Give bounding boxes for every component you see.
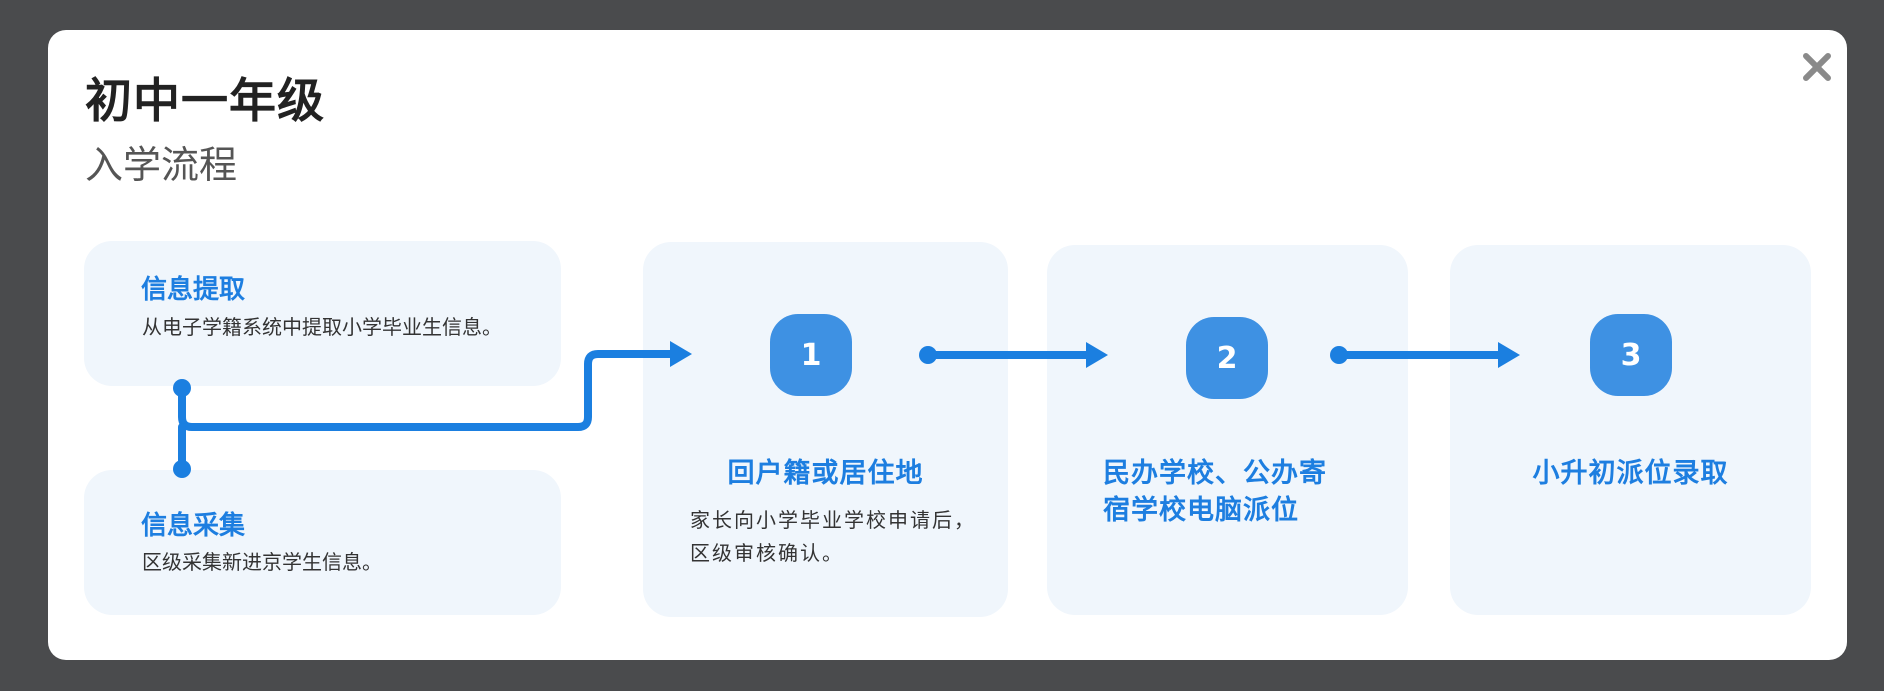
connector-dot [1330, 346, 1348, 364]
page-subtitle: 入学流程 [85, 143, 238, 187]
info-extraction-title: 信息提取 [141, 275, 246, 305]
close-button[interactable] [1800, 50, 1834, 84]
step-title-2: 民办学校、公办寄宿学校电脑派位 [1103, 458, 1327, 526]
connector-dot [173, 379, 191, 397]
step-description-1: 家长向小学毕业学校申请后，区级审核确认。 [690, 508, 976, 565]
step-number-badge-3: 3 [1590, 314, 1672, 396]
info-extraction-card [84, 241, 561, 386]
info-extraction-text: 从电子学籍系统中提取小学毕业生信息。 [142, 315, 502, 339]
arrow-head [1498, 342, 1520, 368]
arrow-head [1086, 342, 1108, 368]
merge-connector-line [178, 350, 674, 431]
info-collection-text: 区级采集新进京学生信息。 [142, 550, 382, 574]
arrow-head [670, 341, 692, 367]
connector-dot [173, 460, 191, 478]
step-title-3: 小升初派位录取 [1532, 458, 1729, 489]
connector-dot [919, 346, 937, 364]
info-collection-title: 信息采集 [141, 511, 246, 541]
step-title-1: 回户籍或居住地 [727, 458, 924, 489]
step-card-2 [1047, 245, 1408, 615]
page-title: 初中一年级 [85, 74, 325, 129]
step-card-1 [643, 242, 1008, 617]
close-icon [1803, 53, 1831, 81]
step-number-badge-2: 2 [1186, 317, 1268, 399]
step-number-badge-1: 1 [770, 314, 852, 396]
info-collection-card [84, 470, 561, 615]
step-card-3 [1450, 245, 1811, 615]
